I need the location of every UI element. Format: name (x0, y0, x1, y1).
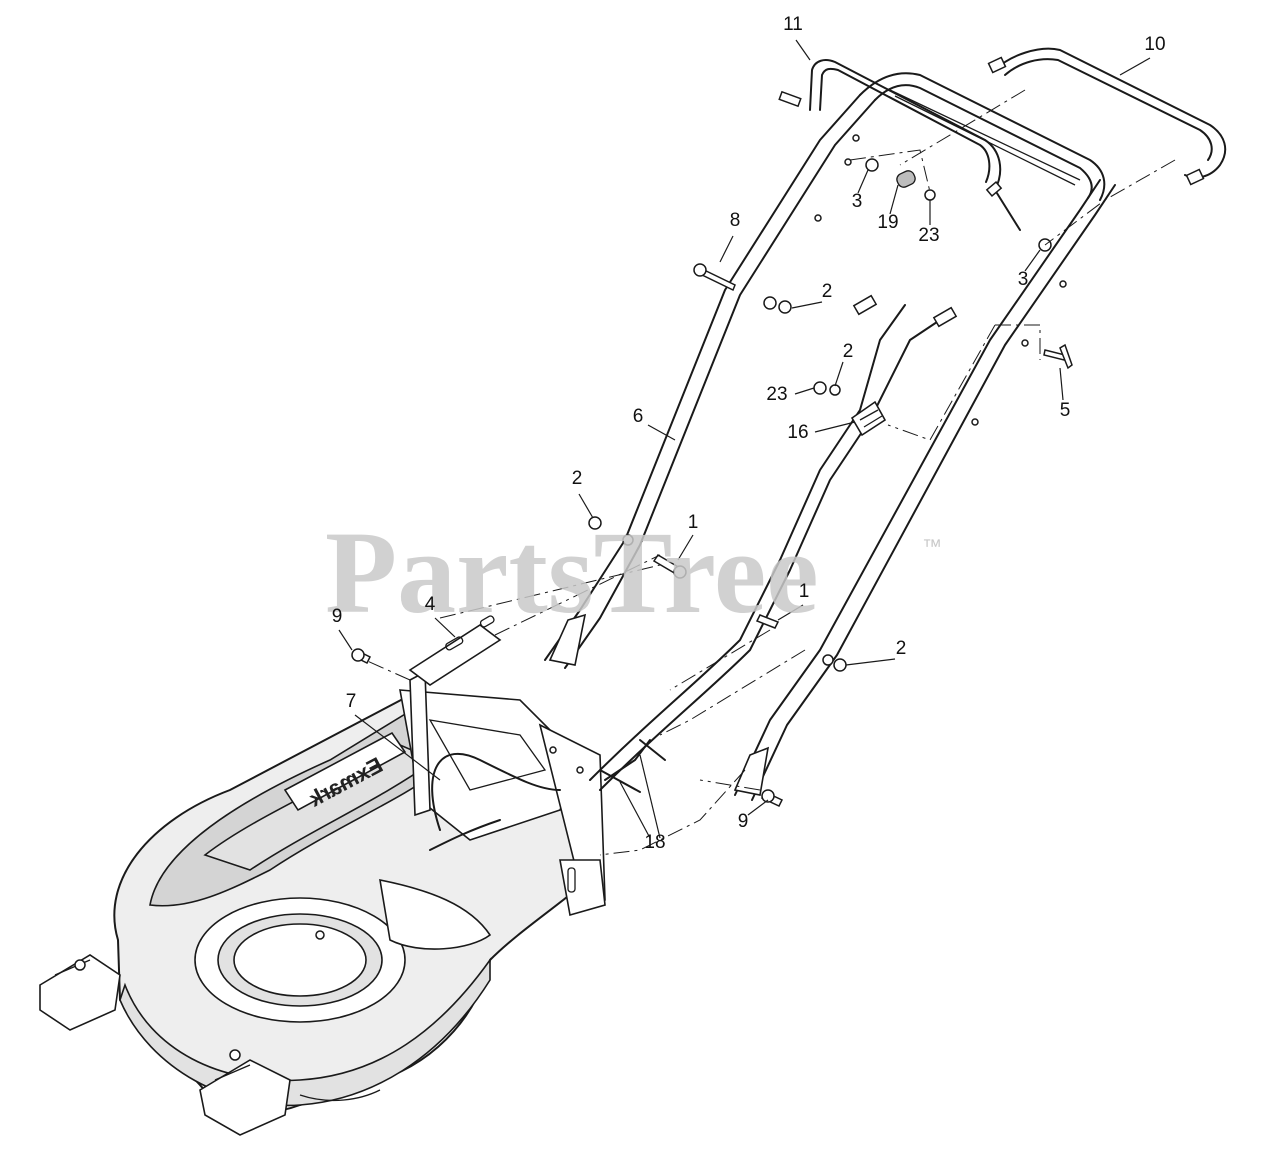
cable-clip-16 (850, 400, 887, 437)
bail-10 (987, 47, 1227, 186)
wheel-pocket-left (39, 954, 121, 1031)
callout-1: 1 (799, 581, 810, 602)
assembly-lines (364, 89, 1176, 856)
callout-10: 10 (1144, 34, 1165, 55)
cable-7 (429, 752, 561, 851)
callout-6: 6 (633, 406, 644, 427)
callout-3: 3 (1018, 269, 1029, 290)
callout-3: 3 (852, 191, 863, 212)
callout-23: 23 (918, 225, 939, 246)
control-cables (589, 294, 958, 791)
lower-handle-right (733, 179, 1116, 801)
callout-16: 16 (787, 422, 808, 443)
callout-18: 18 (644, 832, 665, 853)
mower-deck: Exmark (39, 670, 606, 1136)
leader-lines (338, 39, 1151, 839)
hardware (351, 134, 1073, 807)
callout-2: 2 (843, 341, 854, 362)
callout-9: 9 (332, 606, 343, 627)
handle-foot-left (548, 613, 587, 666)
watermark-trademark: ™ (922, 536, 942, 558)
callout-7: 7 (346, 691, 357, 712)
callout-23: 23 (766, 384, 787, 405)
callout-2: 2 (572, 468, 583, 489)
handle-foot-right (733, 746, 770, 796)
callout-2: 2 (896, 638, 907, 659)
callout-5: 5 (1060, 400, 1071, 421)
bail-11 (778, 59, 1021, 231)
callout-1: 1 (688, 512, 699, 533)
brand-badge (283, 731, 407, 812)
lower-handle-left (544, 94, 876, 669)
callout-4: 4 (425, 594, 436, 615)
callout-2: 2 (822, 281, 833, 302)
watermark: PartsTree ™ (325, 507, 942, 638)
bracket-4 (408, 624, 502, 686)
callout-11: 11 (783, 14, 803, 35)
callout-8: 8 (730, 210, 741, 231)
callout-9: 9 (738, 811, 749, 832)
callout-19: 19 (877, 212, 898, 233)
wheel-pocket-right (199, 1059, 291, 1136)
watermark-text: PartsTree (325, 507, 819, 638)
